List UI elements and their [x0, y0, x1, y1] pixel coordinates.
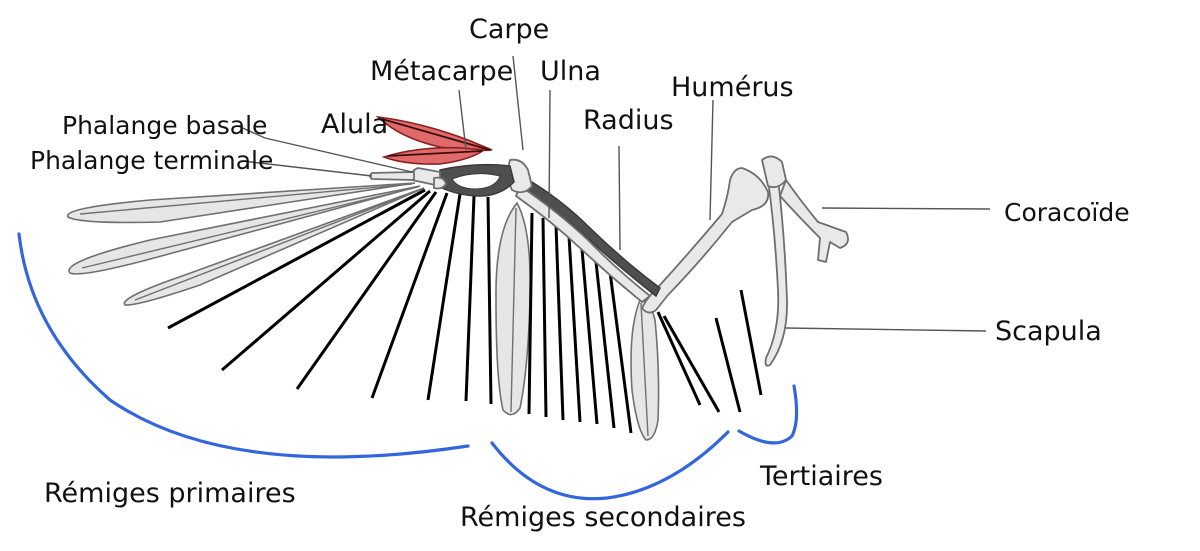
alula-feathers [375, 115, 493, 165]
tertiaires-bracket [737, 384, 799, 445]
phalange-basale-leader [237, 125, 413, 173]
secondaires-bracket [490, 430, 730, 501]
primary-feather-rachis [134, 188, 423, 301]
primary-shaft [464, 195, 476, 402]
secondary-shaft [541, 217, 548, 418]
primary-feather-shafts [167, 188, 493, 405]
secondary-shaft [567, 235, 582, 423]
label-tertiaires: Tertiaires [759, 461, 883, 492]
scapula-leader [785, 327, 987, 332]
primary-feather-rachis [79, 183, 413, 215]
label-phalange-terminale: Phalange terminale [30, 146, 273, 175]
primary-shaft [426, 193, 462, 401]
ulna-bone [517, 174, 661, 298]
label-humerus: Humérus [671, 72, 794, 103]
secondary-feathers [495, 201, 721, 441]
tertiary-shaft [714, 317, 742, 413]
leader-lines [237, 55, 991, 332]
secondary-shaft [594, 261, 616, 429]
humerus-leader [709, 99, 714, 221]
label-carpe: Carpe [469, 14, 549, 45]
label-remiges-primaires: Rémiges primaires [44, 478, 296, 509]
metacarpe-leader [458, 89, 467, 151]
primary-shaft [370, 192, 449, 399]
secondary-shaft [608, 271, 633, 434]
primary-feather-rachis [81, 186, 419, 269]
digit-joint [433, 176, 447, 190]
label-ulna: Ulna [540, 56, 601, 87]
primary-feathers [66, 182, 425, 306]
tertiary-shaft [739, 289, 763, 396]
feather-group-brackets [17, 232, 799, 501]
label-metacarpe: Métacarpe [370, 56, 513, 87]
ulna-leader [548, 89, 551, 219]
secondary-shaft [554, 224, 565, 421]
coracoid-bone [779, 179, 849, 263]
primaires-bracket [17, 232, 470, 459]
coracoide-leader [821, 207, 991, 210]
carpe-leader [512, 55, 524, 151]
primary-feather [66, 182, 416, 224]
label-alula: Alula [321, 109, 388, 140]
secondary-shaft [662, 315, 721, 413]
label-coracoide: Coracoïde [1004, 198, 1130, 227]
labels: Carpe Métacarpe Ulna Humérus Radius Alul… [30, 14, 1130, 533]
humerus-bone [641, 167, 770, 314]
primary-shaft [295, 191, 438, 390]
phalange-terminale-leader [241, 160, 373, 177]
tertiary-feathers [714, 289, 763, 413]
label-radius: Radius [583, 105, 674, 136]
radius-leader [618, 145, 621, 251]
label-scapula: Scapula [995, 316, 1102, 347]
secondary-feather-rachis [510, 207, 517, 413]
primary-shaft [221, 189, 431, 372]
radius-bone [515, 185, 651, 303]
alula-rachis [381, 118, 491, 151]
metacarpus-opening [451, 173, 501, 190]
wing-bones [369, 155, 849, 367]
primary-shaft [486, 196, 493, 405]
scapula-bone [764, 177, 788, 367]
secondary-shaft [580, 248, 599, 425]
shoulder-head [761, 155, 787, 189]
primary-shaft [167, 188, 426, 330]
phalange-terminale-bone [369, 171, 415, 181]
secondary-shaft [656, 311, 702, 406]
label-remiges-secondaires: Rémiges secondaires [460, 502, 746, 533]
alula-rachis [387, 150, 483, 157]
label-phalange-basale: Phalange basale [62, 111, 267, 140]
secondary-feather-rachis [640, 302, 649, 437]
secondary-shaft [527, 212, 534, 415]
